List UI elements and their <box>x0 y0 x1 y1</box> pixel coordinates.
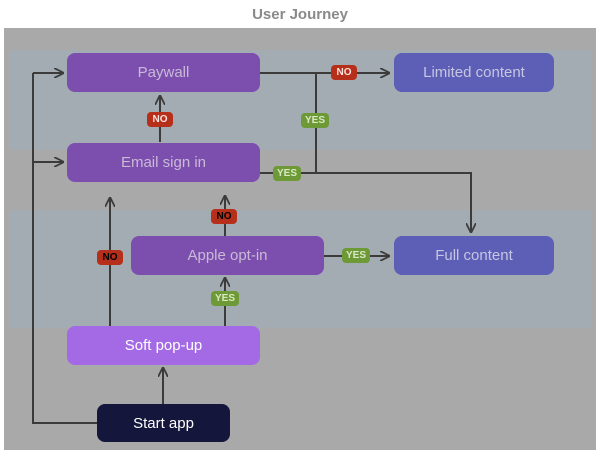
no-tag-apple-email: NO <box>211 209 237 224</box>
yes-tag-apple-full: YES <box>342 248 370 263</box>
yes-tag-email-full: YES <box>273 166 301 181</box>
email-sign-in-node: Email sign in <box>67 143 260 182</box>
paywall-node: Paywall <box>67 53 260 92</box>
edge-start-to-left-rail <box>32 73 97 424</box>
limited-content-node: Limited content <box>394 53 554 92</box>
soft-popup-node: Soft pop-up <box>67 326 260 365</box>
full-content-node: Full content <box>394 236 554 275</box>
yes-tag-paywall-full: YES <box>301 113 329 128</box>
start-app-node: Start app <box>97 404 230 442</box>
no-tag-popup-email: NO <box>97 250 123 265</box>
diagram-title: User Journey <box>252 6 348 23</box>
edge-email-to-full <box>260 172 471 232</box>
no-tag-email-paywall: NO <box>147 112 173 127</box>
apple-opt-in-node: Apple opt-in <box>131 236 324 275</box>
no-tag-paywall-limited: NO <box>331 65 357 80</box>
yes-tag-popup-apple: YES <box>211 291 239 306</box>
